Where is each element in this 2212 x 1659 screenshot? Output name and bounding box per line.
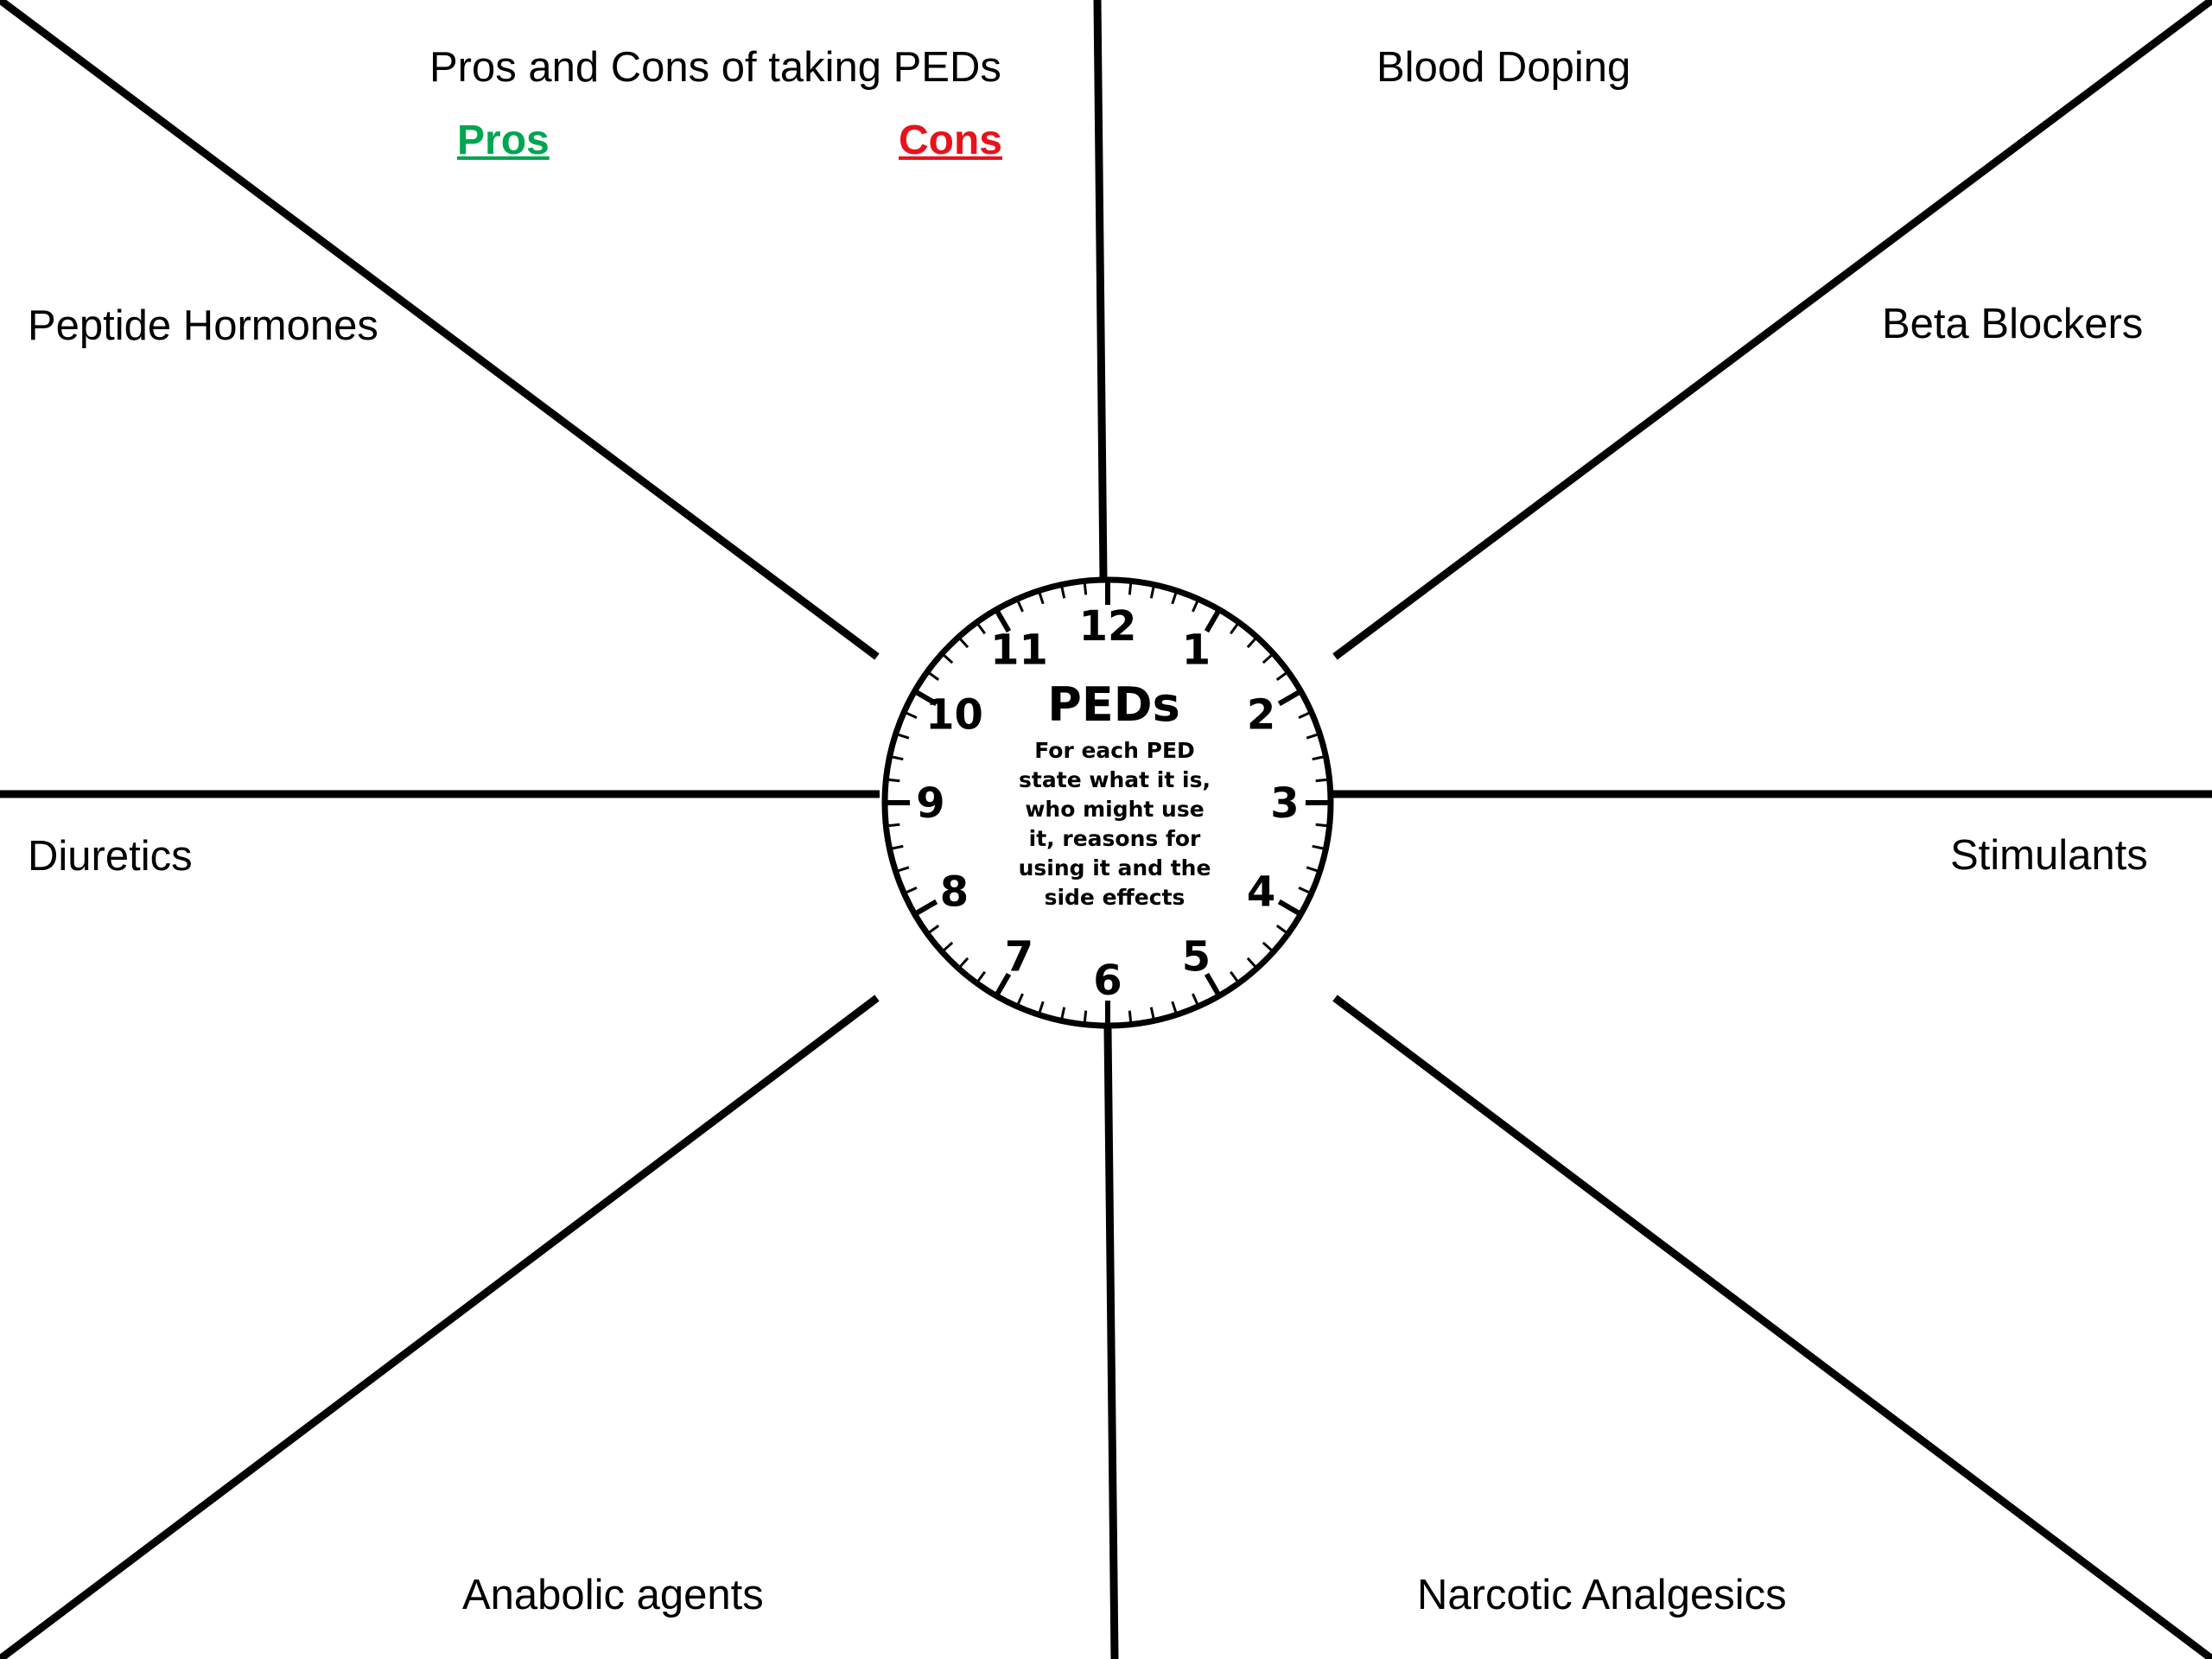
clock-minor-tick [1171,593,1178,605]
clock-minor-tick [892,844,904,850]
clock-minor-tick [1060,1007,1066,1019]
clock-minor-tick [1016,601,1024,613]
clock-numeral: 2 [1247,691,1275,740]
clock-minor-tick [976,623,986,635]
clock-minor-tick [1083,1010,1088,1022]
section-label-anabolic-agents: Anabolic agents [462,1572,764,1618]
clock-instruction-line: state what it is, [1019,767,1211,792]
clock-minor-tick [1038,1001,1045,1013]
pros-heading: Pros [457,118,550,163]
clock-numeral: 9 [916,779,944,828]
clock-minor-tick [1298,711,1310,719]
clock-numeral: 5 [1182,933,1211,982]
divider-line-top [1093,0,1108,578]
clock-minor-tick [1275,925,1287,934]
clock-major-tick [995,972,1012,995]
section-label-blood-doping: Blood Doping [1376,44,1631,91]
clock-minor-tick [898,866,910,873]
clock-numeral: 3 [1270,779,1299,828]
section-label-stimulants: Stimulants [1950,832,2148,879]
clock-minor-tick [1060,587,1066,599]
divider-line-bottom-left [0,995,880,1659]
clock-minor-tick [1315,823,1327,828]
clock-instructions: For each PED state what it is, who might u… [1019,738,1211,910]
clock-instruction-line: using it and the [1019,855,1211,880]
clock-minor-tick [1149,587,1155,599]
clock-numeral: 6 [1093,957,1122,1005]
clock-minor-tick [943,654,954,664]
clock-major-tick [915,690,938,707]
clock-minor-tick [1262,941,1273,951]
clock-minor-tick [1230,623,1239,635]
clock-minor-tick [888,778,900,783]
clock-minor-tick [898,733,910,740]
clock-minor-tick [1083,583,1088,595]
clock-major-tick [1277,899,1300,916]
clock-minor-tick [892,755,904,761]
clock-minor-tick [1230,970,1239,982]
divider-line-top-right [1332,0,2212,660]
clock-minor-tick [1298,887,1310,894]
section-label-beta-blockers: Beta Blockers [1882,301,2144,347]
clock-minor-tick [1306,866,1318,873]
divider-line-top-left [0,0,880,660]
clock-major-tick [1277,690,1300,707]
clock-minor-tick [906,887,918,894]
clock-major-tick [995,610,1012,633]
clock-minor-tick [928,925,940,934]
clock-instruction-line: who might use [1025,797,1204,822]
clock-numeral: 8 [940,868,969,917]
clock-major-tick [1204,610,1221,633]
clock-major-tick [1204,972,1221,995]
clock-minor-tick [959,957,969,968]
clock-minor-tick [1128,1010,1133,1022]
clock-minor-tick [959,638,969,649]
clock-minor-tick [1016,993,1024,1005]
divider-line-bottom-right [1332,995,2212,1659]
clock-minor-tick [1192,601,1199,613]
divider-line-bottom [1103,1027,1119,1659]
clock-title: PEDs [1047,677,1179,732]
clock-minor-tick [1312,755,1324,761]
clock-minor-tick [888,823,900,828]
clock-major-tick [915,899,938,916]
clock-minor-tick [1149,1007,1155,1019]
clock-minor-tick [1038,593,1045,605]
clock-instruction-line: it, reasons for [1029,826,1201,851]
clock-minor-tick [1246,638,1256,649]
section-label-peptide-hormones: Peptide Hormones [28,302,378,349]
section-label-diuretics: Diuretics [28,833,193,880]
clock-numeral: 11 [990,626,1048,674]
clock-numeral: 1 [1182,626,1211,674]
section-label-narcotic-analgesics: Narcotic Analgesics [1417,1572,1787,1618]
clock-numeral: 7 [1005,933,1033,982]
clock-instruction-line: side effects [1045,885,1185,910]
clock-minor-tick [1315,778,1327,783]
clock-numeral: 4 [1247,868,1275,917]
clock-minor-tick [1246,957,1256,968]
clock-minor-tick [1128,583,1133,595]
clock-minor-tick [1312,844,1324,850]
cons-heading: Cons [899,118,1002,163]
clock-minor-tick [1275,671,1287,681]
clock-minor-tick [906,711,918,719]
clock-minor-tick [1262,654,1273,664]
clock-instruction-line: For each PED [1034,738,1195,763]
header-title: Pros and Cons of taking PEDs [429,44,1001,91]
clock-minor-tick [1306,733,1318,740]
clock-ticks [887,582,1328,1023]
clock-minor-tick [1171,1001,1178,1013]
clock-numeral: 12 [1079,602,1137,651]
clock-minor-tick [943,941,954,951]
clock-numeral: 10 [925,691,983,740]
clock-minor-tick [1192,993,1199,1005]
clock-face [881,576,1334,1029]
clock-minor-tick [928,671,940,681]
clock-minor-tick [976,970,986,982]
